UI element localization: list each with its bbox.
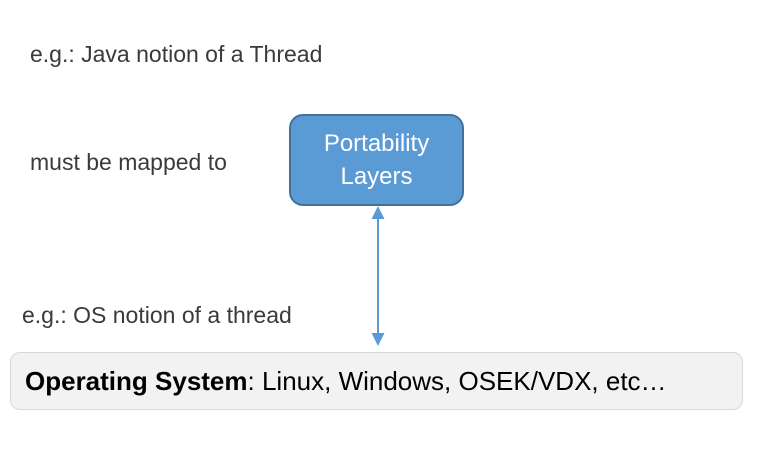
double-arrow-head-bottom [371,333,385,346]
os-bar-title: Operating System [25,366,248,396]
os-thread-label: e.g.: OS notion of a thread [22,302,292,328]
double-arrow-icon [371,206,385,346]
os-bar-list: : Linux, Windows, OSEK/VDX, etc… [247,366,667,396]
portability-box-line2: Layers [340,163,413,190]
portability-box-line1: Portability [323,130,430,157]
operating-system-bar: Operating System: Linux, Windows, OSEK/V… [10,352,743,410]
portability-layers-box: Portability Layers [289,114,464,206]
java-thread-label: e.g.: Java notion of a Thread [30,41,323,67]
must-be-mapped-label: must be mapped to [30,149,227,175]
double-arrow-head-top [371,206,385,219]
